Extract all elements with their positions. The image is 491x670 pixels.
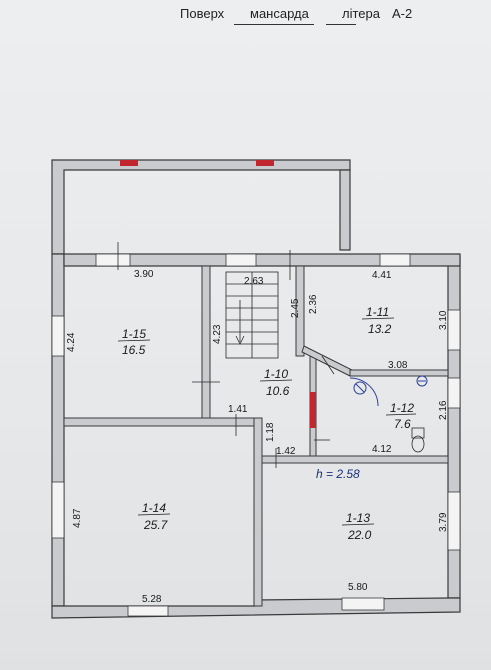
letter-label: літера: [342, 6, 380, 21]
floor-value: мансарда: [250, 6, 309, 21]
dim-2-36: 2.36: [308, 294, 319, 314]
dim-3-90: 3.90: [134, 269, 154, 280]
dim-4-41: 4.41: [372, 270, 392, 281]
staircase: [225, 271, 279, 359]
letter-value: А-2: [392, 6, 413, 21]
dim-2-63: 2.63: [244, 276, 264, 287]
dim-3-08: 3.08: [388, 360, 408, 371]
shower-head-icon: [353, 381, 367, 395]
bathroom-fixtures: [349, 375, 428, 407]
red-window-1: [120, 160, 138, 166]
room-1-15-id: 1-15: [122, 327, 146, 341]
window-top-1: [95, 253, 131, 267]
letter-underline: [326, 24, 356, 25]
red-window-2: [256, 160, 274, 166]
room-1-13-area: 22.0: [347, 528, 372, 542]
red-door-marker: [310, 392, 316, 428]
floor-label: Поверх: [180, 6, 225, 21]
room-1-11-id: 1-11: [366, 305, 389, 319]
room-1-10-id: 1-10: [264, 367, 288, 381]
dimensions: 3.90 2.63 4.41 4.24 4.23 2.45 2.36 3.10 …: [66, 269, 449, 605]
floor-value-underline: [234, 24, 314, 25]
window-top-3: [379, 253, 411, 267]
door-marks: [117, 242, 335, 468]
dim-4-24: 4.24: [66, 332, 77, 352]
windows: [51, 253, 461, 617]
interior-walls: [63, 265, 449, 607]
dim-5-80: 5.80: [348, 582, 368, 593]
room-1-12-area: 7.6: [394, 417, 411, 431]
dim-4-87: 4.87: [72, 508, 83, 528]
dim-1-42: 1.42: [276, 446, 296, 457]
window-bottom-2: [341, 597, 385, 611]
dim-3-79: 3.79: [438, 512, 449, 532]
sink-icon: [416, 375, 428, 387]
window-right-3: [447, 491, 461, 551]
window-left-2: [51, 481, 65, 539]
ceiling-height-label: h = 2.58: [316, 467, 360, 481]
room-1-10-area: 10.6: [266, 384, 290, 398]
toilet-icon: [411, 427, 425, 453]
shower-arc: [349, 377, 379, 407]
room-1-15-area: 16.5: [122, 343, 146, 357]
dim-5-28: 5.28: [142, 594, 162, 605]
dim-2-45: 2.45: [290, 298, 301, 318]
room-1-14-area: 25.7: [143, 518, 169, 532]
dim-2-16: 2.16: [438, 400, 449, 420]
room-labels: 1-15 16.5 1-10 10.6 1-11 13.2 1-12 7.6 1…: [117, 305, 417, 542]
window-bottom-1: [127, 605, 169, 617]
dim-4-12: 4.12: [372, 444, 392, 455]
room-1-14-id: 1-14: [142, 501, 166, 515]
window-left-1: [51, 315, 65, 357]
dim-3-10: 3.10: [438, 310, 449, 330]
room-1-12-id: 1-12: [390, 401, 414, 415]
window-right-2: [447, 377, 461, 409]
room-1-11-area: 13.2: [368, 322, 392, 336]
dim-4-23: 4.23: [212, 324, 223, 344]
dim-1-18: 1.18: [265, 422, 276, 442]
window-right-1: [447, 309, 461, 351]
window-top-2: [225, 253, 257, 267]
dim-1-41: 1.41: [228, 404, 248, 415]
room-1-13-id: 1-13: [346, 511, 370, 525]
